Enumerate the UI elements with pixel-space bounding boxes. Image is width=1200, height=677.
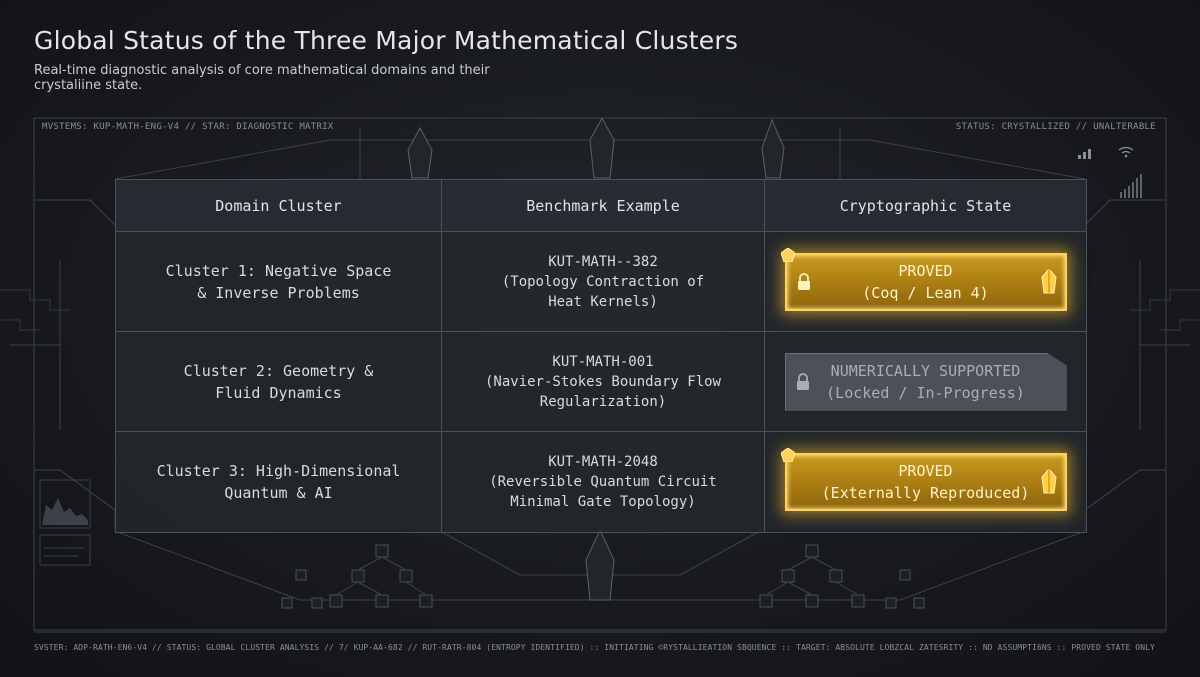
locked-badge: NUMERICALLY SUPPORTED (Locked / In-Progr…	[784, 352, 1067, 411]
table-row-3-state-cell: PROVED (Externally Reproduced)	[765, 432, 1086, 532]
proved-badge: PROVED (Externally Reproduced)	[780, 448, 1067, 511]
hud-status-label: STATUS: CRYSTALLIZED // UNALTERABLE	[955, 122, 1156, 132]
wifi-icon	[1118, 143, 1134, 158]
lock-icon	[796, 372, 809, 390]
lock-icon	[797, 272, 810, 290]
gem-icon	[780, 448, 795, 462]
table-row-2-domain: Cluster 2: Geometry & Fluid Dynamics	[116, 332, 442, 432]
table-row-1-state-cell: PROVED (Coq / Lean 4)	[765, 232, 1086, 332]
gem-icon	[780, 247, 795, 262]
crystal-icon	[1040, 268, 1057, 293]
state-label: PROVED (Externally Reproduced)	[821, 462, 1030, 502]
table-row-1-domain: Cluster 1: Negative Space & Inverse Prob…	[116, 232, 442, 332]
diagnostic-matrix-table: Domain Cluster Benchmark Example Cryptog…	[115, 179, 1087, 533]
crystal-icon	[1040, 469, 1057, 494]
state-label: NUMERICALLY SUPPORTED (Locked / In-Progr…	[826, 361, 1025, 402]
hud-footer-ticker: SVSTER: ADP-RATH-EN6-V4 // STATUS: GLOBA…	[34, 643, 1155, 652]
hud-system-label: MVSTEMS: KUP-MATH-ENG-V4 // STAR: DIAGNO…	[42, 122, 334, 132]
column-header-domain: Domain Cluster	[116, 180, 442, 232]
column-header-state: Cryptographic State	[765, 180, 1086, 232]
page-subtitle: Real-time diagnostic analysis of core ma…	[34, 63, 490, 93]
signal-icon	[1078, 144, 1102, 159]
table-row-2-state-cell: NUMERICALLY SUPPORTED (Locked / In-Progr…	[765, 332, 1086, 432]
table-row-1-benchmark: KUT-MATH--382 (Topology Contraction of H…	[442, 232, 765, 332]
proved-badge: PROVED (Coq / Lean 4)	[780, 247, 1067, 311]
column-header-benchmark: Benchmark Example	[442, 180, 765, 232]
page-title: Global Status of the Three Major Mathema…	[34, 26, 739, 55]
table-row-3-domain: Cluster 3: High-Dimensional Quantum & AI	[116, 432, 442, 532]
table-row-3-benchmark: KUT-MATH-2048 (Reversible Quantum Circui…	[442, 432, 765, 532]
table-row-2-benchmark: KUT-MATH-001 (Navier-Stokes Boundary Flo…	[442, 332, 765, 432]
state-label: PROVED (Coq / Lean 4)	[862, 261, 989, 302]
